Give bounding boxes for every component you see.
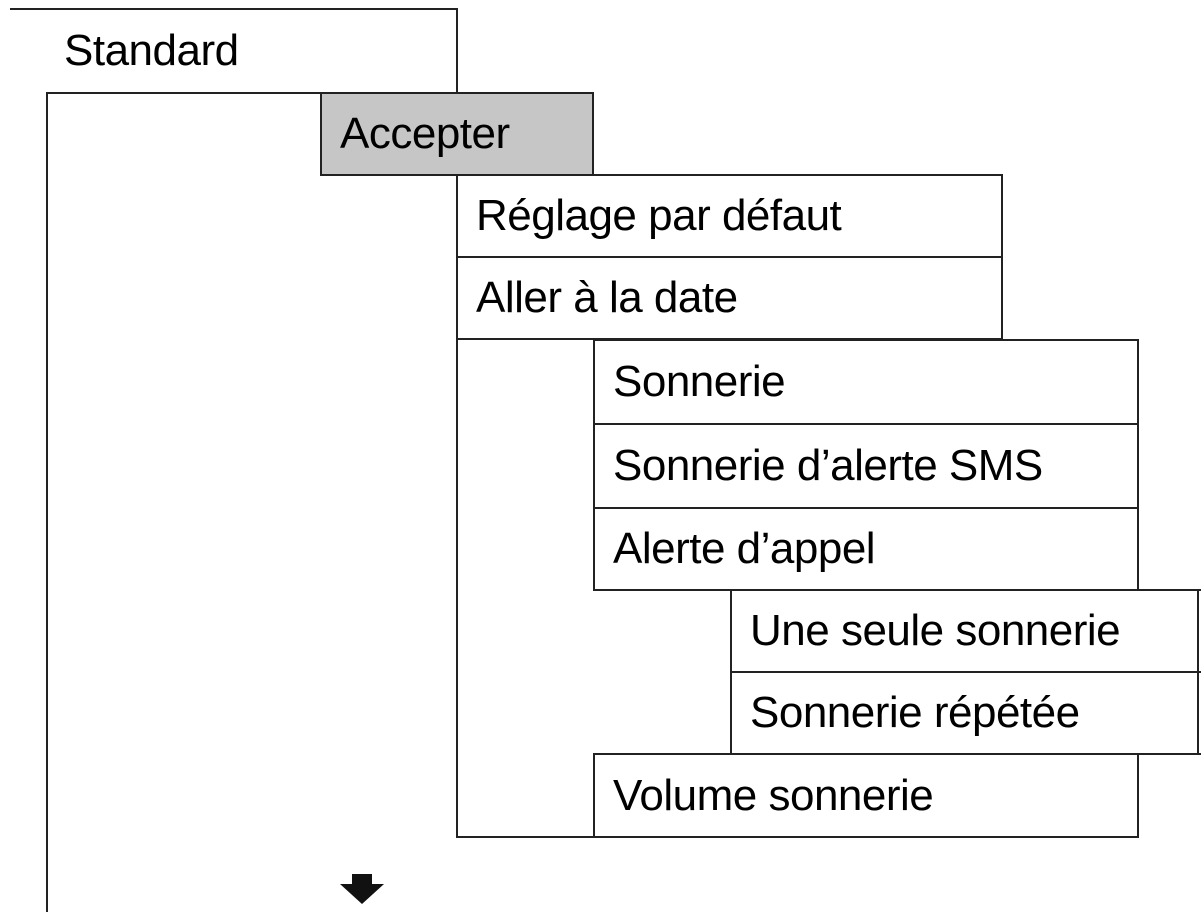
submenu-level5-right-line [1197,589,1199,755]
menu-item-label: Sonnerie [613,357,786,406]
menu-item-label: Volume sonnerie [613,770,934,820]
menu-item-accepter[interactable]: Accepter [320,92,594,176]
menu-item-une-seule-sonnerie[interactable]: Une seule sonnerie [730,589,1201,673]
menu-item-label: Sonnerie répétée [750,688,1080,737]
menu-item-label: Alerte d’appel [613,524,876,573]
menu-trunk-line [46,8,48,912]
menu-item-aller-a-la-date[interactable]: Aller à la date [456,256,1003,340]
menu-item-label: Accepter [340,109,510,158]
menu-item-label: Sonnerie d’alerte SMS [613,441,1043,490]
menu-item-standard[interactable]: Standard [46,8,458,94]
menu-item-sonnerie-repetee[interactable]: Sonnerie répétée [730,671,1201,755]
down-arrow-icon [340,874,384,904]
menu-item-volume-sonnerie[interactable]: Volume sonnerie [593,753,1139,838]
menu-item-label: Une seule sonnerie [750,606,1121,655]
menu-item-label: Aller à la date [476,273,738,322]
menu-item-label: Standard [64,26,239,75]
menu-item-sonnerie[interactable]: Sonnerie [593,339,1139,425]
menu-item-sonnerie-alerte-sms[interactable]: Sonnerie d’alerte SMS [593,423,1139,509]
menu-item-label: Réglage par défaut [476,191,842,240]
submenu-level3-line [456,174,458,838]
submenu-level3-bottom-line [456,836,596,838]
menu-item-alerte-appel[interactable]: Alerte d’appel [593,507,1139,591]
menu-item-reglage-par-defaut[interactable]: Réglage par défaut [456,174,1003,258]
